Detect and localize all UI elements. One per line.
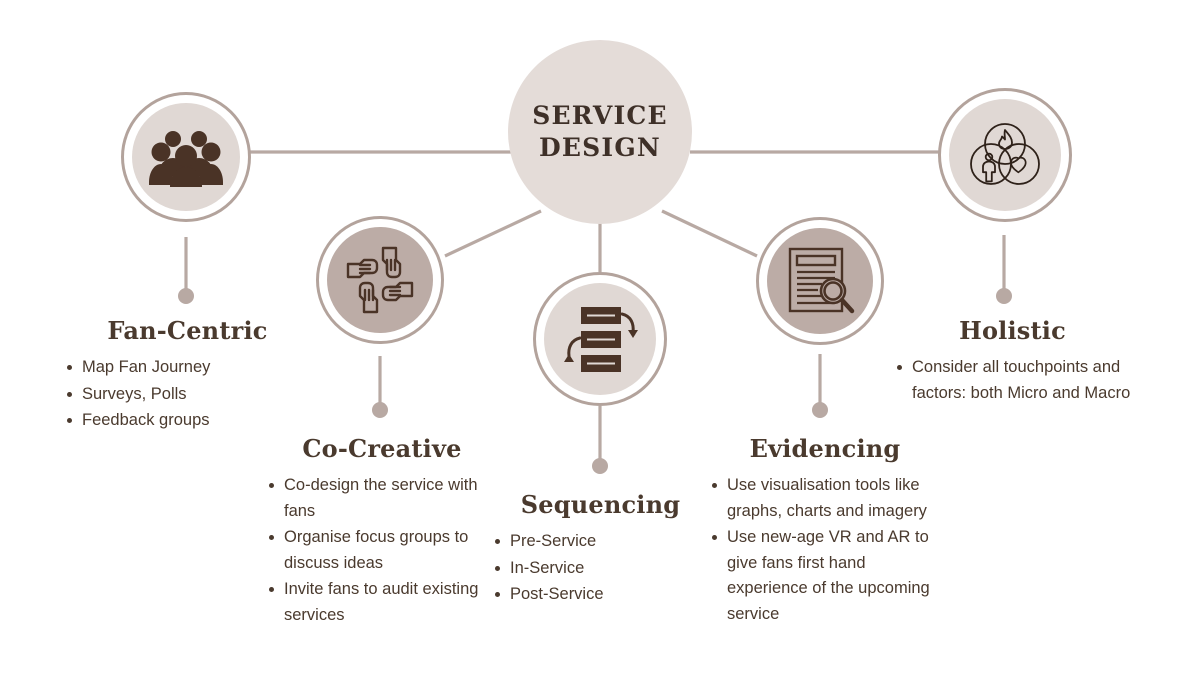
- node-fan-centric[interactable]: [121, 92, 251, 222]
- people-group-icon: [149, 131, 223, 187]
- list-item: Surveys, Polls: [67, 382, 315, 408]
- node-holistic-inner: [949, 99, 1061, 211]
- bullets-co-creative: Co-design the service with fans Organise…: [262, 473, 502, 628]
- hub-service-design[interactable]: SERVICE DESIGN: [508, 40, 692, 224]
- list-item: Post-Service: [495, 582, 713, 608]
- block-fan-centric: Fan-Centric Map Fan Journey Surveys, Pol…: [60, 316, 315, 435]
- hub-label: SERVICE DESIGN: [532, 100, 667, 164]
- node-sequencing-inner: [544, 283, 656, 395]
- hub-label-line2: DESIGN: [539, 133, 661, 162]
- title-evidencing: Evidencing: [749, 434, 901, 463]
- list-item: In-Service: [495, 556, 713, 582]
- connector-hub-to-evidencing: [661, 209, 758, 258]
- hub-label-line1: SERVICE: [532, 101, 668, 130]
- block-co-creative: Co-Creative Co-design the service with f…: [262, 434, 502, 629]
- bullets-fan-centric: Map Fan Journey Surveys, Polls Feedback …: [60, 355, 315, 434]
- list-item: Feedback groups: [67, 408, 315, 434]
- list-item: Consider all touchpoints and factors: bo…: [897, 355, 1135, 406]
- block-sequencing: Sequencing Pre-Service In-Service Post-S…: [488, 490, 713, 609]
- connector-hub-to-co-creative: [444, 209, 542, 258]
- node-co-creative-inner: [327, 227, 433, 333]
- title-sequencing: Sequencing: [520, 490, 681, 519]
- node-fan-centric-inner: [132, 103, 240, 211]
- stacked-bars-arrows-icon: [564, 307, 638, 372]
- document-magnifier-icon: [788, 247, 855, 314]
- list-item: Use new-age VR and AR to give fans first…: [712, 525, 945, 627]
- node-sequencing[interactable]: [533, 272, 667, 406]
- list-item: Invite fans to audit existing services: [269, 577, 502, 628]
- block-evidencing: Evidencing Use visualisation tools like …: [705, 434, 945, 628]
- dot-holistic: [996, 288, 1012, 304]
- bullets-sequencing: Pre-Service In-Service Post-Service: [488, 529, 713, 608]
- list-item: Pre-Service: [495, 529, 713, 555]
- node-holistic[interactable]: [938, 88, 1072, 222]
- dot-sequencing: [592, 458, 608, 474]
- four-hands-teamwork-icon: [346, 246, 414, 314]
- bullets-evidencing: Use visualisation tools like graphs, cha…: [705, 473, 945, 627]
- node-evidencing[interactable]: [756, 217, 884, 345]
- bullets-holistic: Consider all touchpoints and factors: bo…: [890, 355, 1135, 406]
- dot-co-creative: [372, 402, 388, 418]
- list-item: Map Fan Journey: [67, 355, 315, 381]
- list-item: Organise focus groups to discuss ideas: [269, 525, 502, 576]
- venn-flame-person-heart-icon: [970, 123, 1040, 185]
- list-item: Use visualisation tools like graphs, cha…: [712, 473, 945, 524]
- list-item: Co-design the service with fans: [269, 473, 502, 524]
- node-co-creative[interactable]: [316, 216, 444, 344]
- dot-evidencing: [812, 402, 828, 418]
- dot-fan-centric: [178, 288, 194, 304]
- title-fan-centric: Fan-Centric: [107, 316, 268, 345]
- title-co-creative: Co-Creative: [302, 434, 462, 463]
- block-holistic: Holistic Consider all touchpoints and fa…: [890, 316, 1135, 407]
- title-holistic: Holistic: [959, 316, 1066, 345]
- node-evidencing-inner: [767, 228, 873, 334]
